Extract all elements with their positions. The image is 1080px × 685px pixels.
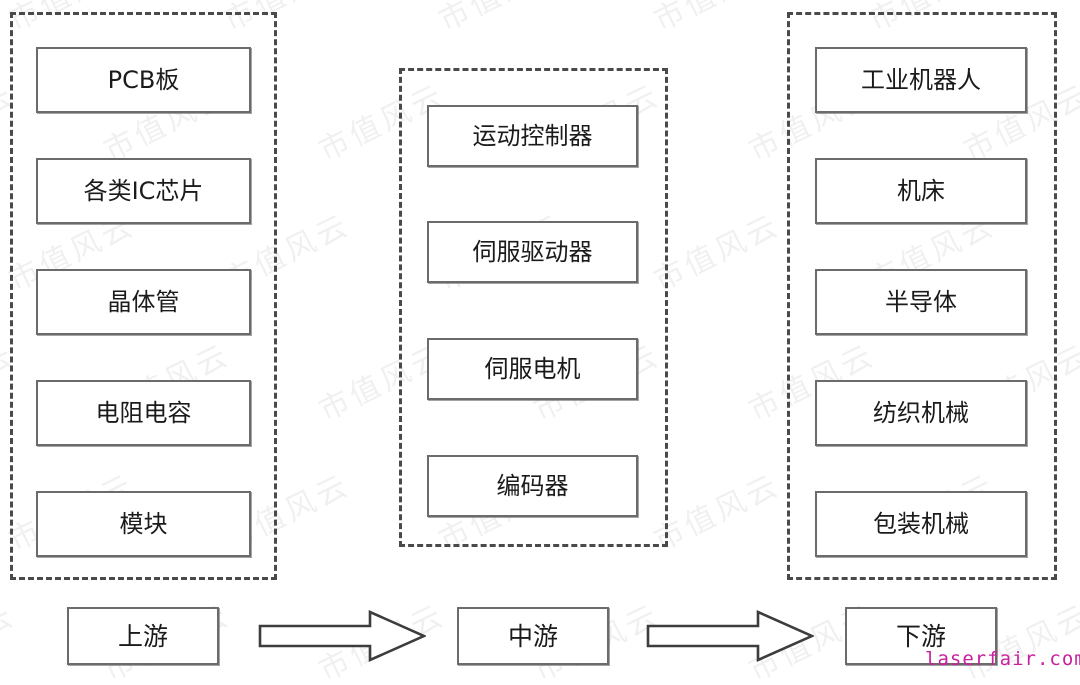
- item-label: PCB板: [107, 66, 180, 94]
- item-box-machine-tool[interactable]: 机床: [815, 158, 1027, 224]
- watermark-text: 市值风云: [645, 0, 787, 40]
- item-box-textile-machinery[interactable]: 纺织机械: [815, 380, 1027, 446]
- watermark-text: 市值风云: [1075, 200, 1080, 299]
- stage-box-downstream[interactable]: 下游: [845, 607, 997, 665]
- item-label: 半导体: [885, 288, 957, 316]
- stage-label: 上游: [117, 621, 168, 651]
- item-box-encoder[interactable]: 编码器: [427, 455, 638, 517]
- item-box-semiconductor[interactable]: 半导体: [815, 269, 1027, 335]
- item-label: 编码器: [496, 472, 569, 500]
- item-label: 电阻电容: [95, 399, 192, 427]
- stage-box-upstream[interactable]: 上游: [67, 607, 219, 665]
- watermark-text: 市值风云: [1075, 0, 1080, 40]
- item-label: 包装机械: [873, 510, 969, 538]
- stage-label: 中游: [507, 621, 558, 651]
- group-container-upstream: [10, 12, 277, 580]
- item-box-transistor[interactable]: 晶体管: [36, 269, 251, 335]
- group-container-midstream: [399, 68, 668, 547]
- item-label: 运动控制器: [472, 122, 593, 150]
- item-box-packaging-machinery[interactable]: 包装机械: [815, 491, 1027, 557]
- item-label: 机床: [897, 177, 945, 205]
- item-box-module[interactable]: 模块: [36, 491, 251, 557]
- item-label: 纺织机械: [873, 399, 969, 427]
- arrow-upstream-to-midstream-icon: [258, 608, 426, 664]
- item-label: 各类IC芯片: [83, 177, 204, 205]
- stage-box-midstream[interactable]: 中游: [457, 607, 609, 665]
- group-container-downstream: [787, 12, 1057, 580]
- item-box-servo-driver[interactable]: 伺服驱动器: [427, 221, 638, 283]
- item-label: 模块: [119, 510, 168, 538]
- site-watermark-label: laserfair.com: [925, 648, 1080, 670]
- item-box-pcb[interactable]: PCB板: [36, 47, 251, 113]
- item-box-motion-controller[interactable]: 运动控制器: [427, 105, 638, 167]
- arrow-midstream-to-downstream-icon: [646, 608, 814, 664]
- watermark-text: 市值风云: [1075, 460, 1080, 559]
- watermark-text: 市值风云: [0, 597, 22, 685]
- item-label: 伺服电机: [484, 355, 581, 383]
- item-label: 伺服驱动器: [472, 238, 593, 266]
- item-box-resistor-capacitor[interactable]: 电阻电容: [36, 380, 251, 446]
- watermark-text: 市值风云: [430, 0, 572, 40]
- stage-label: 下游: [895, 621, 946, 651]
- item-box-ic-chips[interactable]: 各类IC芯片: [36, 158, 251, 224]
- item-label: 晶体管: [107, 288, 180, 316]
- item-box-industrial-robot[interactable]: 工业机器人: [815, 47, 1027, 113]
- item-box-servo-motor[interactable]: 伺服电机: [427, 338, 638, 400]
- item-label: 工业机器人: [861, 66, 981, 94]
